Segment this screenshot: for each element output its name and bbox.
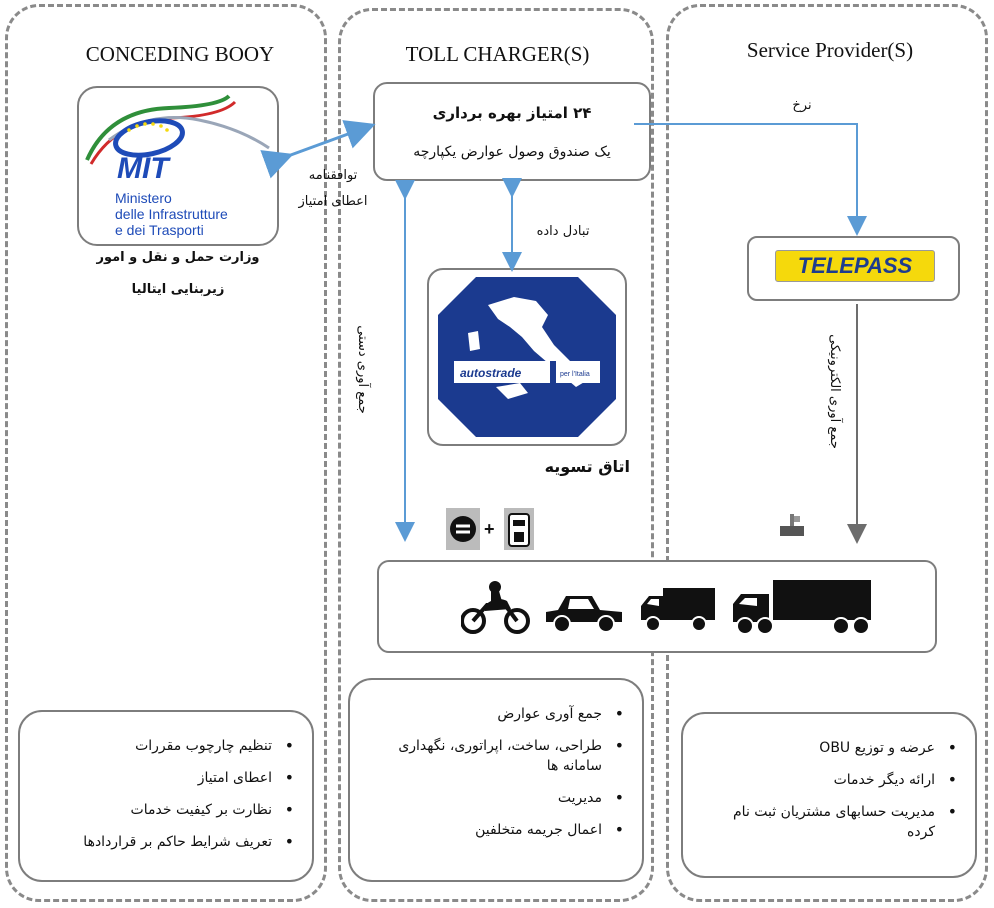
list-item: ارائه دیگر خدمات (701, 770, 961, 790)
list-item: جمع آوری عوارض (368, 704, 628, 724)
provider-roles-box: عرضه و توزیع OBU ارائه دیگر خدمات مدیریت… (681, 712, 977, 878)
list-item: تنظیم چارچوب مقررات (38, 736, 298, 756)
autostrade-tag: per l'Italia (560, 371, 590, 378)
rate-label: نرخ (792, 98, 812, 113)
conceding-roles-box: تنظیم چارچوب مقررات اعطای امتیاز نظارت ب… (18, 710, 314, 882)
autostrade-brand: autostrade (460, 366, 522, 380)
column-conceding-body (5, 4, 327, 902)
column-service-provider (666, 4, 988, 902)
list-item: مدیریت حسابهای مشتریان ثبت نام کرده (701, 802, 961, 842)
column-toll-charger (338, 8, 654, 902)
list-item: عرضه و توزیع OBU (701, 738, 961, 758)
mit-caption-1: وزارت حمل و نقل و امور (96, 250, 260, 265)
list-item: تعریف شرایط حاکم بر قراردادها (38, 832, 298, 852)
mit-brand: MIT (117, 152, 169, 185)
concession-box: ۲۴ امتیاز بهره برداری یک صندوق وصول عوار… (373, 82, 651, 181)
concession-line-1: ۲۴ امتیاز بهره برداری (432, 104, 592, 122)
telepass-logo-text: TELEPASS (797, 253, 913, 278)
column-title-toll: TOLL CHARGER(S) (405, 42, 590, 66)
column-title-conceding: CONCEDING BOOY (85, 42, 275, 66)
van-icon (641, 588, 715, 632)
concession-line-2: یک صندوق وصول عوارض یکپارچه (413, 144, 611, 160)
telepass-box: TELEPASS (747, 236, 960, 301)
data-exchange-label: تبادل داده (536, 224, 590, 239)
list-item: نظارت بر کیفیت خدمات (38, 800, 298, 820)
column-title-provider: Service Provider(S) (746, 38, 914, 62)
conceding-roles-list: تنظیم چارچوب مقررات اعطای امتیاز نظارت ب… (38, 736, 298, 864)
list-item: اعطای امتیاز (38, 768, 298, 788)
mit-ribbon-icon (85, 94, 270, 165)
truck-icon (733, 580, 871, 635)
list-item: مدیریت (368, 788, 628, 808)
list-item: اعمال جریمه متخلفین (368, 820, 628, 840)
motorcycle-icon (461, 581, 530, 634)
mit-logo-box: MIT Ministero delle Infrastrutture e dei… (77, 86, 279, 246)
car-icon (546, 596, 622, 633)
toll-roles-box: جمع آوری عوارض طراحی، ساخت، اپراتوری، نگ… (348, 678, 644, 882)
mit-line-1: Ministero (115, 190, 172, 206)
electronic-collection-label: جمع آوری الکترونیکی (826, 334, 842, 449)
clearing-house-box: autostrade per l'Italia (427, 268, 627, 446)
manual-payment-icon: + (446, 508, 534, 550)
agreement-label-1: توافقنامه (308, 168, 358, 183)
mit-line-2: delle Infrastrutture (115, 206, 228, 222)
mit-caption-2: زیربنایی ایتالیا (131, 282, 225, 297)
toll-roles-list: جمع آوری عوارض طراحی، ساخت، اپراتوری، نگ… (368, 704, 628, 852)
manual-collection-label: جمع آوری دستی (354, 325, 370, 414)
obu-device-icon (780, 514, 804, 536)
italy-map-icon: autostrade per l'Italia (438, 277, 616, 437)
agreement-label-2: اعطای امتیاز (298, 194, 368, 209)
clearing-house-caption: اتاق تسویه (544, 457, 630, 476)
svg-text:+: + (484, 519, 495, 539)
mit-line-3: e dei Trasporti (115, 222, 204, 238)
provider-roles-list: عرضه و توزیع OBU ارائه دیگر خدمات مدیریت… (701, 738, 961, 854)
vehicles-box (377, 560, 937, 653)
telepass-logo: TELEPASS (775, 250, 935, 282)
list-item: طراحی، ساخت، اپراتوری، نگهداری سامانه ها (368, 736, 628, 776)
